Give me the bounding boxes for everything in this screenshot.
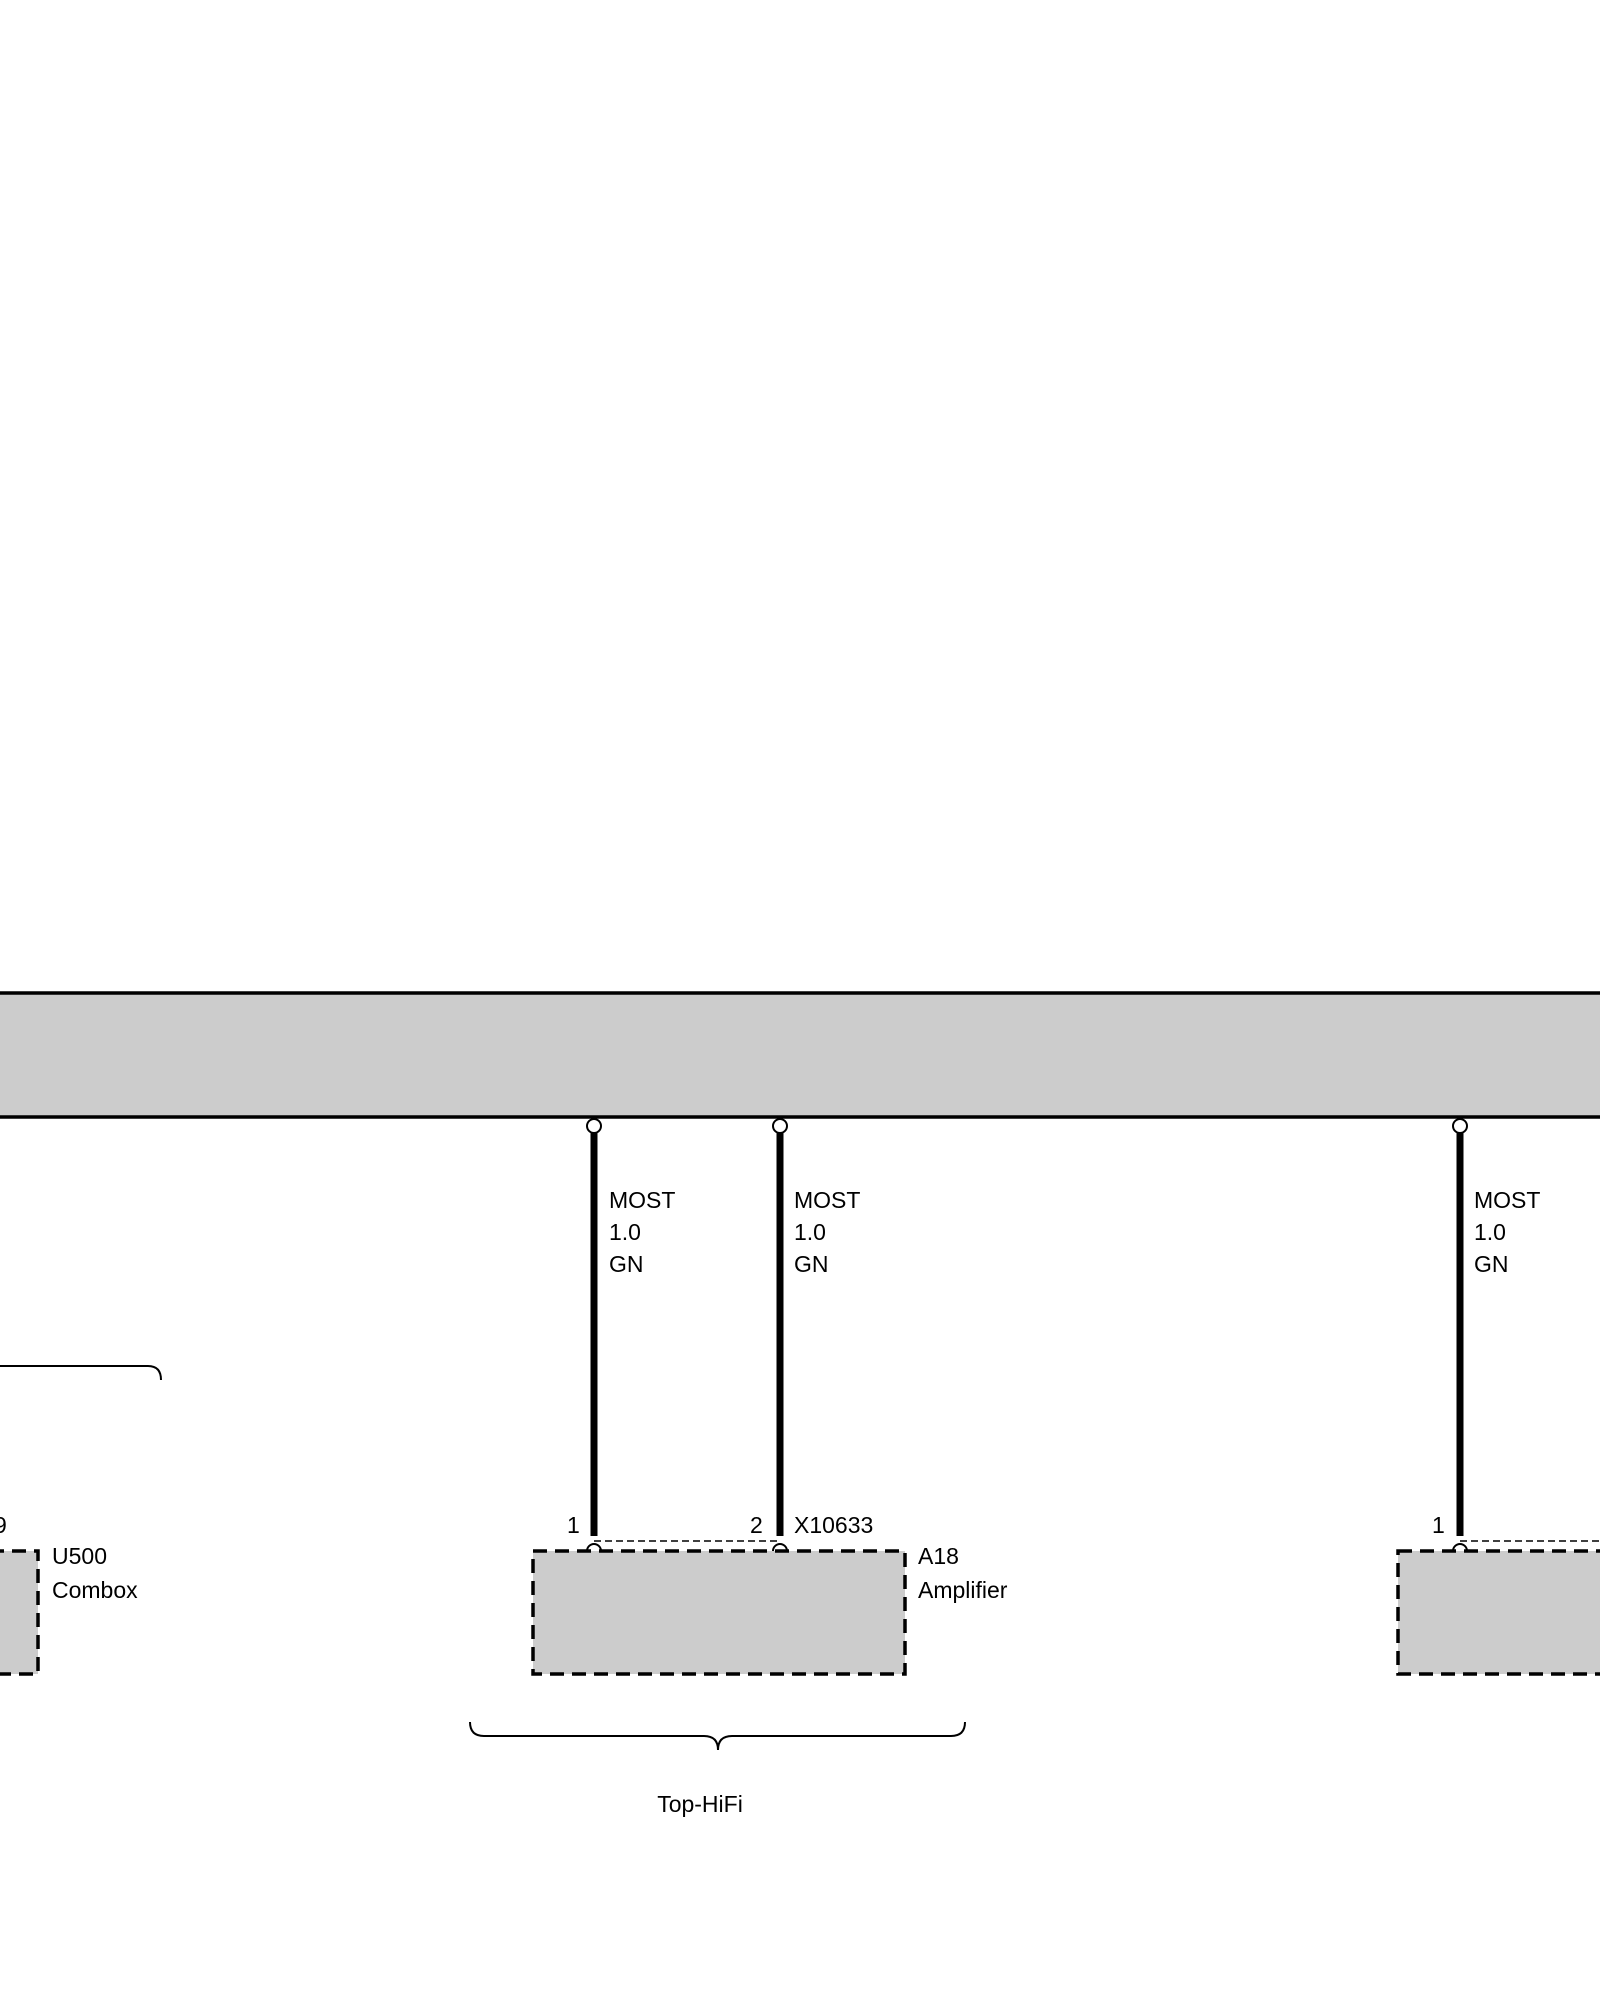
combox-brace	[0, 1365, 162, 1381]
amplifier-box	[531, 1549, 907, 1676]
wire-label-3: MOST 1.0 GN	[1474, 1187, 1540, 1277]
right-unit-pin-1	[1452, 1543, 1468, 1552]
wire-label-line: GN	[1474, 1251, 1509, 1277]
wire-label-line: MOST	[794, 1187, 860, 1213]
top-hifi-label: Top-HiFi	[657, 1791, 743, 1817]
combox-name: Combox	[52, 1577, 138, 1603]
amplifier-pin1-label: 1	[567, 1512, 580, 1538]
bus-connector-1	[586, 1118, 602, 1134]
top-hifi-brace	[469, 1721, 966, 1751]
amplifier-code: A18	[918, 1543, 959, 1569]
combox-box	[0, 1549, 40, 1676]
wire-label-line: MOST	[609, 1187, 675, 1213]
amplifier-pin2-label: 2	[750, 1512, 763, 1538]
wire-label-line: MOST	[1474, 1187, 1540, 1213]
wire-label-line: 1.0	[794, 1219, 826, 1245]
wire-label-line: GN	[609, 1251, 644, 1277]
wire-label-line: 1.0	[1474, 1219, 1506, 1245]
wire-label-2: MOST 1.0 GN	[794, 1187, 860, 1277]
bus-connector-3	[1452, 1118, 1468, 1134]
bus-connector-2	[772, 1118, 788, 1134]
combox-pin-label: 9	[0, 1512, 7, 1538]
right-unit-pin1-label: 1	[1432, 1512, 1445, 1538]
wire-label-line: GN	[794, 1251, 829, 1277]
bus-bar	[0, 991, 1600, 1119]
amplifier-name: Amplifier	[918, 1577, 1008, 1603]
combox-code: U500	[52, 1543, 107, 1569]
amplifier-connector-label: X10633	[794, 1512, 873, 1538]
wire-label-1: MOST 1.0 GN	[609, 1187, 675, 1277]
wire-label-line: 1.0	[609, 1219, 641, 1245]
right-unit-box	[1396, 1549, 1600, 1676]
